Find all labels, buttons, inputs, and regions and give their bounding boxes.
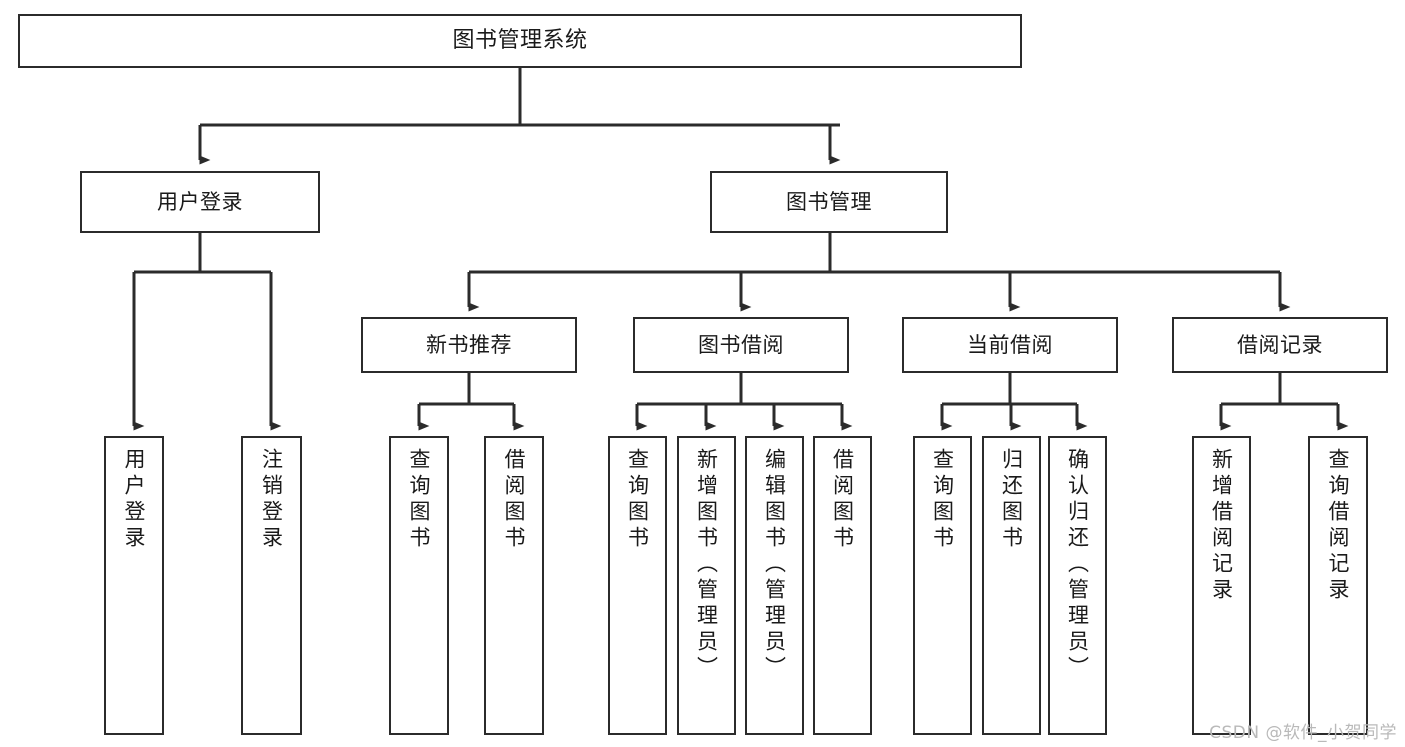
node-label: 查询图书 [625,448,650,552]
node-label: 图书借阅 [698,332,784,357]
node-user-login[interactable]: 用户登录 [80,171,320,233]
leaf-query-borrow-record[interactable]: 查询借阅记录 [1308,436,1368,735]
node-label: 注销登录 [259,448,284,552]
node-label: 借阅图书 [502,448,527,552]
leaf-confirm-return-admin[interactable]: 确认归还（管理员） [1048,436,1107,735]
node-label: 用户登录 [157,189,243,214]
node-current-borrow[interactable]: 当前借阅 [902,317,1118,373]
node-label: 新增图书（管理员） [694,448,719,682]
leaf-query-book-borrow[interactable]: 查询图书 [608,436,667,735]
node-label: 借阅图书 [830,448,855,552]
node-label: 借阅记录 [1237,332,1323,357]
leaf-return-book[interactable]: 归还图书 [982,436,1041,735]
node-book-management[interactable]: 图书管理 [710,171,948,233]
node-root-system[interactable]: 图书管理系统 [18,14,1022,68]
leaf-logout[interactable]: 注销登录 [241,436,302,735]
node-borrow-records[interactable]: 借阅记录 [1172,317,1388,373]
node-label: 用户登录 [122,448,147,552]
leaf-query-book-newbook[interactable]: 查询图书 [389,436,449,735]
node-label: 查询图书 [407,448,432,552]
node-label: 编辑图书（管理员） [762,448,787,682]
leaf-query-book-current[interactable]: 查询图书 [913,436,972,735]
node-label: 归还图书 [999,448,1024,552]
node-label: 当前借阅 [967,332,1053,357]
node-label: 查询图书 [930,448,955,552]
leaf-add-book-admin[interactable]: 新增图书（管理员） [677,436,736,735]
leaf-edit-book-admin[interactable]: 编辑图书（管理员） [745,436,804,735]
node-book-borrow[interactable]: 图书借阅 [633,317,849,373]
node-label: 图书管理 [786,189,872,214]
leaf-user-login[interactable]: 用户登录 [104,436,164,735]
node-label: 图书管理系统 [452,28,588,54]
node-label: 查询借阅记录 [1326,448,1351,604]
leaf-borrow-book-newbook[interactable]: 借阅图书 [484,436,544,735]
node-label: 新书推荐 [426,332,512,357]
node-label: 确认归还（管理员） [1065,448,1090,682]
node-new-book-recommend[interactable]: 新书推荐 [361,317,577,373]
leaf-add-borrow-record[interactable]: 新增借阅记录 [1192,436,1251,735]
node-label: 新增借阅记录 [1209,448,1234,604]
leaf-borrow-book[interactable]: 借阅图书 [813,436,872,735]
